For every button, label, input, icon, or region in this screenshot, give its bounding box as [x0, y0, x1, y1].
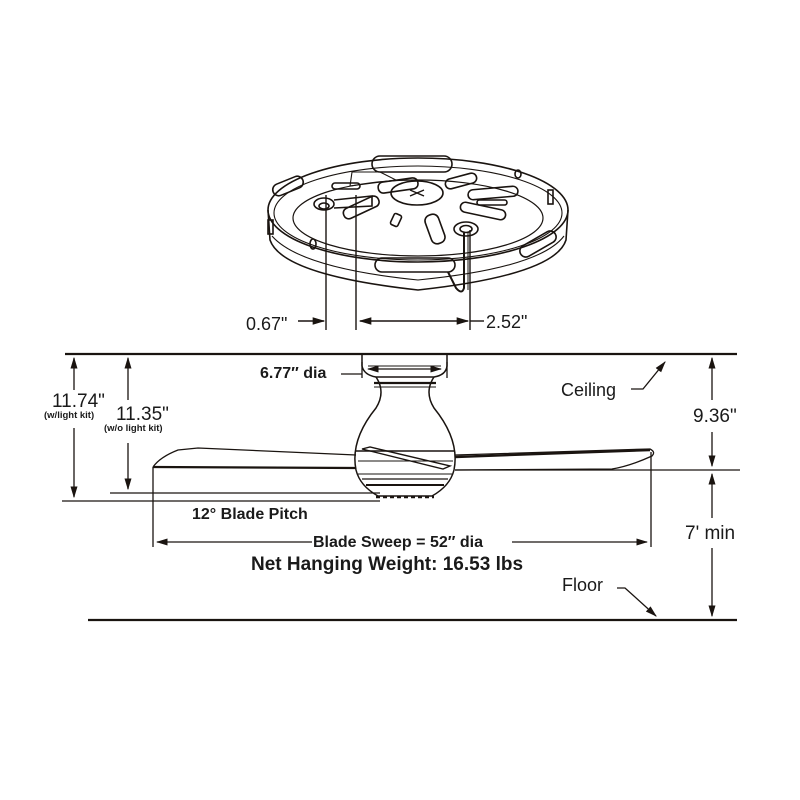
canopy-diameter-label: 6.77″ dia: [260, 365, 327, 382]
floor-label: Floor: [562, 575, 604, 595]
height-with-light-kit-value: 11.74": [50, 391, 107, 412]
mounting-dim-left: 0.67": [246, 314, 288, 334]
ceiling-label: Ceiling: [561, 380, 617, 400]
height-with-light-kit-note: (w/light kit): [42, 410, 97, 421]
mounting-dim-right: 2.52": [486, 312, 528, 332]
floor-clearance-dimension: 7' min: [683, 523, 738, 544]
mounting-plate-dimensions: [298, 195, 484, 330]
height-without-light-kit-note: (w/o light kit): [102, 423, 165, 434]
ceiling-to-blade-dimension: 9.36": [691, 406, 739, 427]
net-hanging-weight: Net Hanging Weight: 16.53 lbs: [251, 554, 524, 575]
reference-lines: [62, 352, 740, 622]
height-without-light-kit-value: 11.35": [114, 404, 171, 425]
fan-dimension-lines: [70, 356, 716, 618]
fan-body-drawing: [152, 355, 655, 499]
blade-pitch-label: 12° Blade Pitch: [192, 506, 308, 523]
blade-sweep-label: Blade Sweep = 52″ dia: [313, 534, 483, 551]
mounting-plate-drawing: [267, 155, 569, 293]
